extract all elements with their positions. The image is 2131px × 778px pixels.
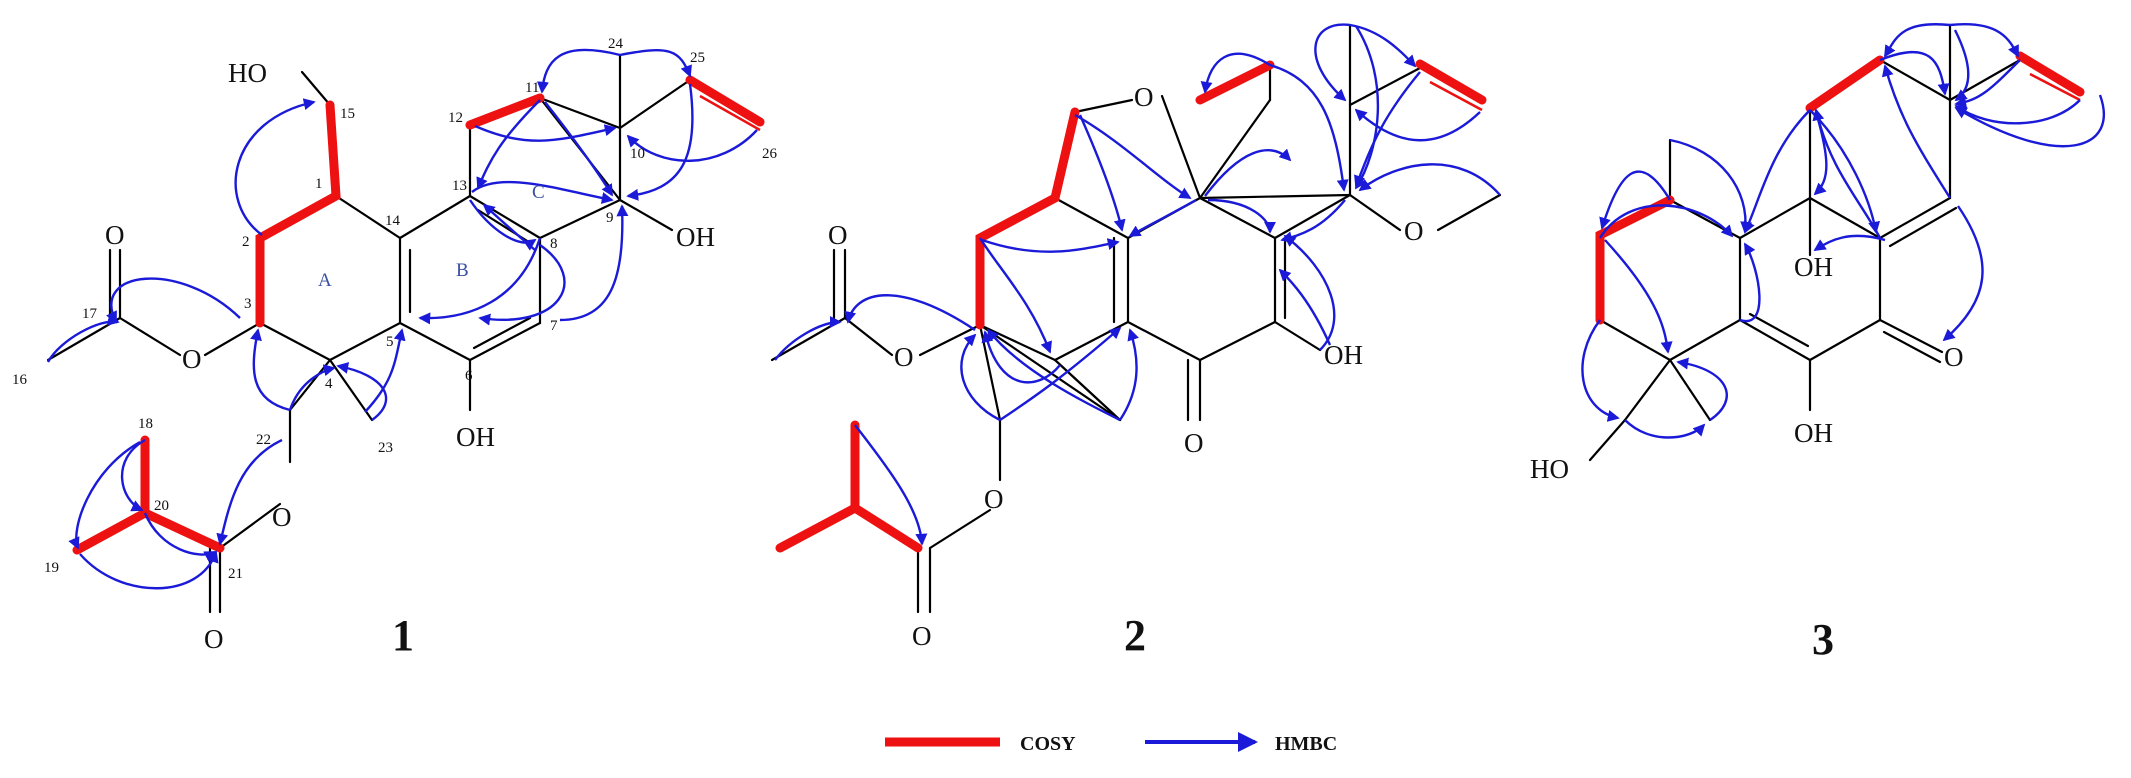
atom-number: 3 xyxy=(244,296,252,312)
atom-number: 5 xyxy=(386,334,394,350)
atom-number: 16 xyxy=(12,372,28,388)
atom-label: O xyxy=(984,484,1004,514)
compound-2: O O OH O O O O O 2 xyxy=(770,23,1502,660)
atom-label: O xyxy=(105,220,125,250)
ring-label: B xyxy=(456,260,469,281)
compound-3: OH O OH HO 3 xyxy=(1530,23,2106,664)
compound-1-hmbc xyxy=(46,48,758,590)
ring-label: A xyxy=(318,270,332,291)
compound-3-cosy xyxy=(1595,51,2085,325)
atom-number: 24 xyxy=(608,36,624,52)
legend: COSY HMBC xyxy=(885,732,1337,755)
atom-number: 2 xyxy=(242,234,250,250)
atom-number: 10 xyxy=(630,146,645,162)
atom-label: O xyxy=(1404,216,1424,246)
atom-number: 25 xyxy=(690,50,705,66)
compound-3-hmbc xyxy=(1581,23,2106,439)
compound-2-hmbc xyxy=(774,23,1501,546)
atom-number: 21 xyxy=(228,566,243,582)
ring-label: C xyxy=(532,182,545,203)
atom-number: 9 xyxy=(606,210,614,226)
atom-label: O xyxy=(828,220,848,250)
atom-number: 8 xyxy=(550,236,558,252)
atom-label: OH xyxy=(1794,252,1833,282)
compound-1-cosy xyxy=(72,75,765,555)
compound-number: 1 xyxy=(392,611,414,660)
legend-hmbc-label: HMBC xyxy=(1275,733,1337,755)
atom-number: 19 xyxy=(44,560,59,576)
compound-2-labels: O O OH O O O O O 2 xyxy=(828,82,1424,660)
atom-number: 11 xyxy=(525,80,539,96)
atom-number: 12 xyxy=(448,110,463,126)
atom-number: 7 xyxy=(550,318,558,334)
atom-label: O xyxy=(204,624,224,654)
atom-label: HO xyxy=(228,58,267,88)
atom-label: O xyxy=(1134,82,1154,112)
atom-label: O xyxy=(1944,342,1964,372)
atom-number: 17 xyxy=(82,306,98,322)
atom-number: 20 xyxy=(154,498,169,514)
atom-label: O xyxy=(1184,428,1204,458)
atom-label: OH xyxy=(456,422,495,452)
atom-number: 4 xyxy=(325,376,333,392)
atom-number: 18 xyxy=(138,416,153,432)
atom-label: O xyxy=(182,344,202,374)
atom-label: OH xyxy=(676,222,715,252)
atom-number: 15 xyxy=(340,106,355,122)
atom-number: 22 xyxy=(256,432,271,448)
legend-cosy-label: COSY xyxy=(1020,733,1076,755)
atom-number: 6 xyxy=(465,368,473,384)
atom-number: 14 xyxy=(385,213,401,229)
compound-3-labels: OH O OH HO 3 xyxy=(1530,252,1964,664)
atom-label: O xyxy=(912,621,932,651)
compound-1-labels: HO O O O O OH OH 1 2 3 4 5 6 7 8 9 10 11… xyxy=(12,36,778,660)
compound-1: HO O O O O OH OH 1 2 3 4 5 6 7 8 9 10 11… xyxy=(12,36,778,660)
atom-label: OH xyxy=(1324,340,1363,370)
atom-number: 23 xyxy=(378,440,393,456)
compound-number: 2 xyxy=(1124,611,1146,660)
atom-label: OH xyxy=(1794,418,1833,448)
compound-1-bonds xyxy=(46,53,761,614)
atom-label: O xyxy=(272,502,292,532)
compound-2-cosy xyxy=(775,59,1487,553)
atom-label: O xyxy=(894,342,914,372)
atom-label: HO xyxy=(1530,454,1569,484)
atom-number: 26 xyxy=(762,146,778,162)
compound-number: 3 xyxy=(1812,615,1834,664)
atom-number: 13 xyxy=(452,178,467,194)
atom-number: 1 xyxy=(315,176,323,192)
